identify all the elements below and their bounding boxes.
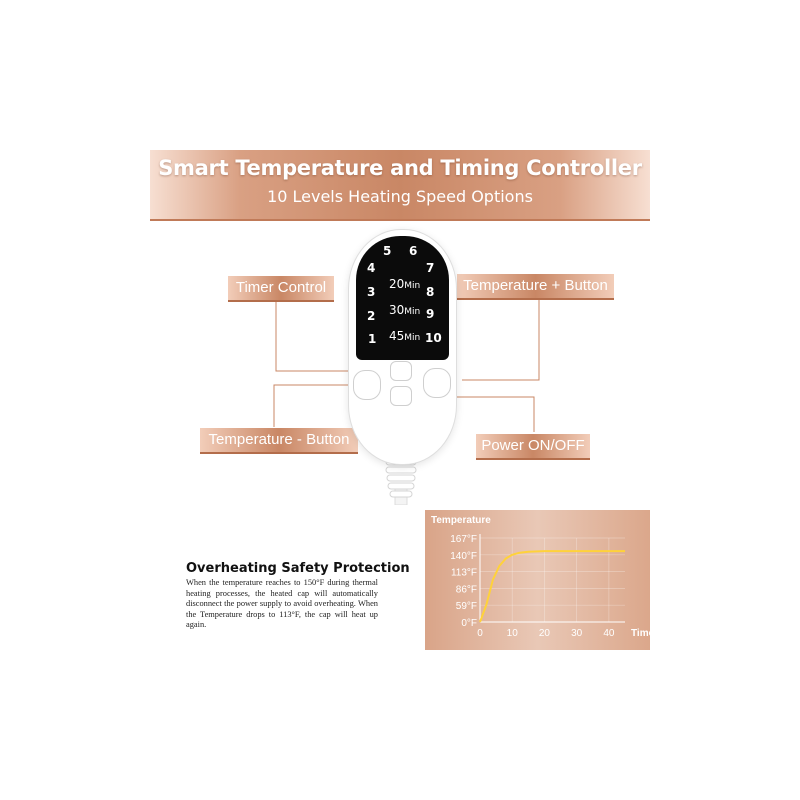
level-1: 1 <box>368 332 377 346</box>
y-tick-label: 86°F <box>456 584 477 595</box>
timer-control-label: Timer Control <box>228 276 334 302</box>
led-display: 5 6 4 7 3 8 2 9 1 10 20Min 30Min 45Min <box>356 236 449 360</box>
temperature-plus-label: Temperature + Button <box>457 274 614 300</box>
overheat-title: Overheating Safety Protection <box>186 561 410 576</box>
level-9: 9 <box>426 307 435 321</box>
temp-minus-leader <box>273 384 366 427</box>
temperature-plus-button[interactable] <box>423 368 451 398</box>
temperature-minus-button[interactable] <box>353 370 381 400</box>
level-4: 4 <box>367 261 376 275</box>
y-tick-label: 167°F <box>450 534 477 545</box>
power-button[interactable] <box>390 386 412 406</box>
power-label: Power ON/OFF <box>476 434 590 460</box>
temperature-curve <box>479 550 625 623</box>
x-tick-label: 20 <box>539 628 551 639</box>
level-5: 5 <box>383 244 392 258</box>
banner-subtitle: 10 Levels Heating Speed Options <box>267 187 533 206</box>
banner-divider <box>150 219 650 221</box>
overheat-description: When the temperature reaches to 150°F du… <box>186 578 378 630</box>
level-2: 2 <box>367 309 376 323</box>
timer-button[interactable] <box>390 361 412 381</box>
chart-svg: Temperature 0°F 59°F 86°F 113°F 140°F 167°F 0 10… <box>431 515 655 639</box>
y-tick-label: 0°F <box>461 618 477 629</box>
x-axis-label: Time <box>631 628 650 639</box>
y-tick-label: 113°F <box>451 568 477 579</box>
level-8: 8 <box>426 285 435 299</box>
chart-title: Temperature <box>431 515 491 526</box>
x-tick-label: 40 <box>603 628 615 639</box>
temperature-minus-label: Temperature - Button <box>200 428 358 454</box>
y-tick-label: 59°F <box>456 601 477 612</box>
x-tick-label: 30 <box>571 628 583 639</box>
level-6: 6 <box>409 244 418 258</box>
title-banner: Smart Temperature and Timing Controller … <box>150 150 650 220</box>
timer-20: 20Min <box>389 277 421 291</box>
banner-title: Smart Temperature and Timing Controller <box>158 156 642 180</box>
temperature-chart: Temperature 0°F 59°F 86°F 113°F 140°F 167°F 0 10… <box>425 510 655 650</box>
level-3: 3 <box>367 285 376 299</box>
timer-45: 45Min <box>389 329 421 343</box>
y-tick-label: 140°F <box>450 551 477 562</box>
level-7: 7 <box>426 261 435 275</box>
x-tick-label: 10 <box>507 628 519 639</box>
x-tick-label: 0 <box>477 628 483 639</box>
level-10: 10 <box>425 331 442 345</box>
timer-30: 30Min <box>389 303 421 317</box>
temp-plus-leader <box>462 300 540 381</box>
